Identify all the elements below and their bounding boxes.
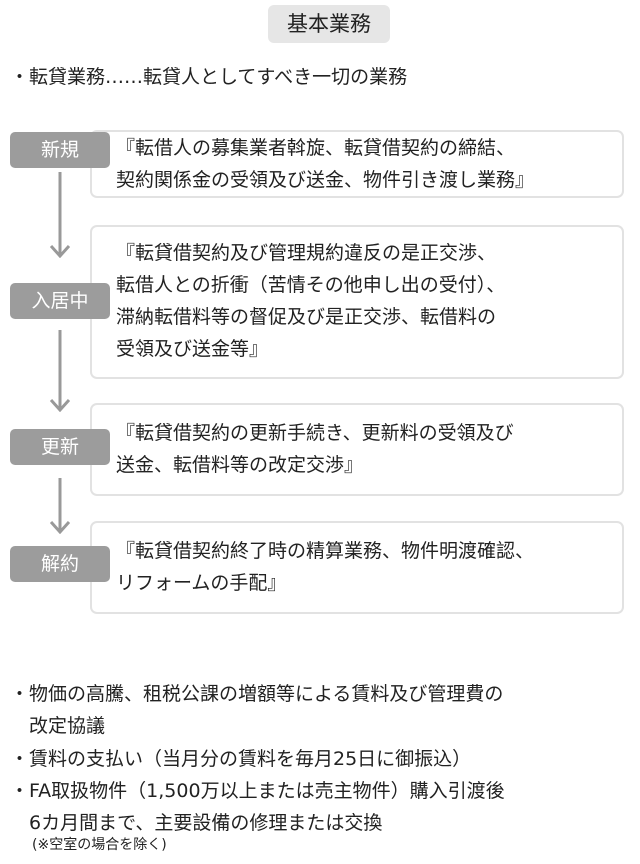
stage-label-new: 新規 bbox=[10, 132, 110, 168]
arrow-down-icon bbox=[50, 330, 70, 412]
stage-box-new: 『転借人の募集業者斡旋、転貸借契約の締結、 契約関係金の受領及び送金、物件引き渡… bbox=[90, 130, 624, 198]
stage-box-renewal: 『転貸借契約の更新手続き、更新料の受領及び 送金、転借料等の改定交渉』 bbox=[90, 403, 624, 496]
intro-text: ・転貸業務……転貸人としてすべき一切の業務 bbox=[10, 66, 408, 88]
stage-text: 『転貸借契約終了時の精算業務、物件明渡確認、 bbox=[116, 540, 535, 562]
bullet-text: 6カ月間まで、主要設備の修理または交換 bbox=[10, 812, 383, 834]
stage-text: 契約関係金の受領及び送金、物件引き渡し業務』 bbox=[116, 169, 535, 191]
bullet-text: ・賃料の支払い（当月分の賃料を毎月25日に御振込） bbox=[10, 748, 472, 770]
stage-box-cancellation: 『転貸借契約終了時の精算業務、物件明渡確認、 リフォームの手配』 bbox=[90, 521, 624, 614]
bullet-text: ・FA取扱物件（1,500万以上または売主物件）購入引渡後 bbox=[10, 780, 505, 802]
bullet-text: ・物価の高騰、租税公課の増額等による賃料及び管理費の bbox=[10, 683, 504, 705]
stage-text: リフォームの手配』 bbox=[116, 572, 287, 594]
stage-text: 受領及び送金等』 bbox=[116, 338, 269, 360]
stage-label-occupancy: 入居中 bbox=[10, 283, 110, 319]
arrow-down-icon bbox=[50, 478, 70, 534]
footnote: (※空室の場合を除く) bbox=[32, 837, 167, 853]
bullet-text: 改定協議 bbox=[10, 715, 106, 737]
stage-label-renewal: 更新 bbox=[10, 429, 110, 465]
stage-box-occupancy: 『転貸借契約及び管理規約違反の是正交渉、 転借人との折衝（苦情その他申し出の受付… bbox=[90, 225, 624, 379]
section-title: 基本業務 bbox=[268, 5, 390, 43]
stage-text: 送金、転借料等の改定交渉』 bbox=[116, 454, 364, 476]
stage-text: 『転貸借契約の更新手続き、更新料の受領及び bbox=[116, 422, 514, 444]
stage-text: 転借人との折衝（苦情その他申し出の受付）、 bbox=[116, 274, 506, 296]
stage-text: 滞納転借料等の督促及び是正交渉、転借料の bbox=[116, 306, 497, 328]
stage-text: 『転借人の募集業者斡旋、転貸借契約の締結、 bbox=[116, 137, 516, 159]
stage-label-cancellation: 解約 bbox=[10, 546, 110, 582]
arrow-down-icon bbox=[50, 172, 70, 258]
stage-text: 『転貸借契約及び管理規約違反の是正交渉、 bbox=[116, 242, 497, 264]
